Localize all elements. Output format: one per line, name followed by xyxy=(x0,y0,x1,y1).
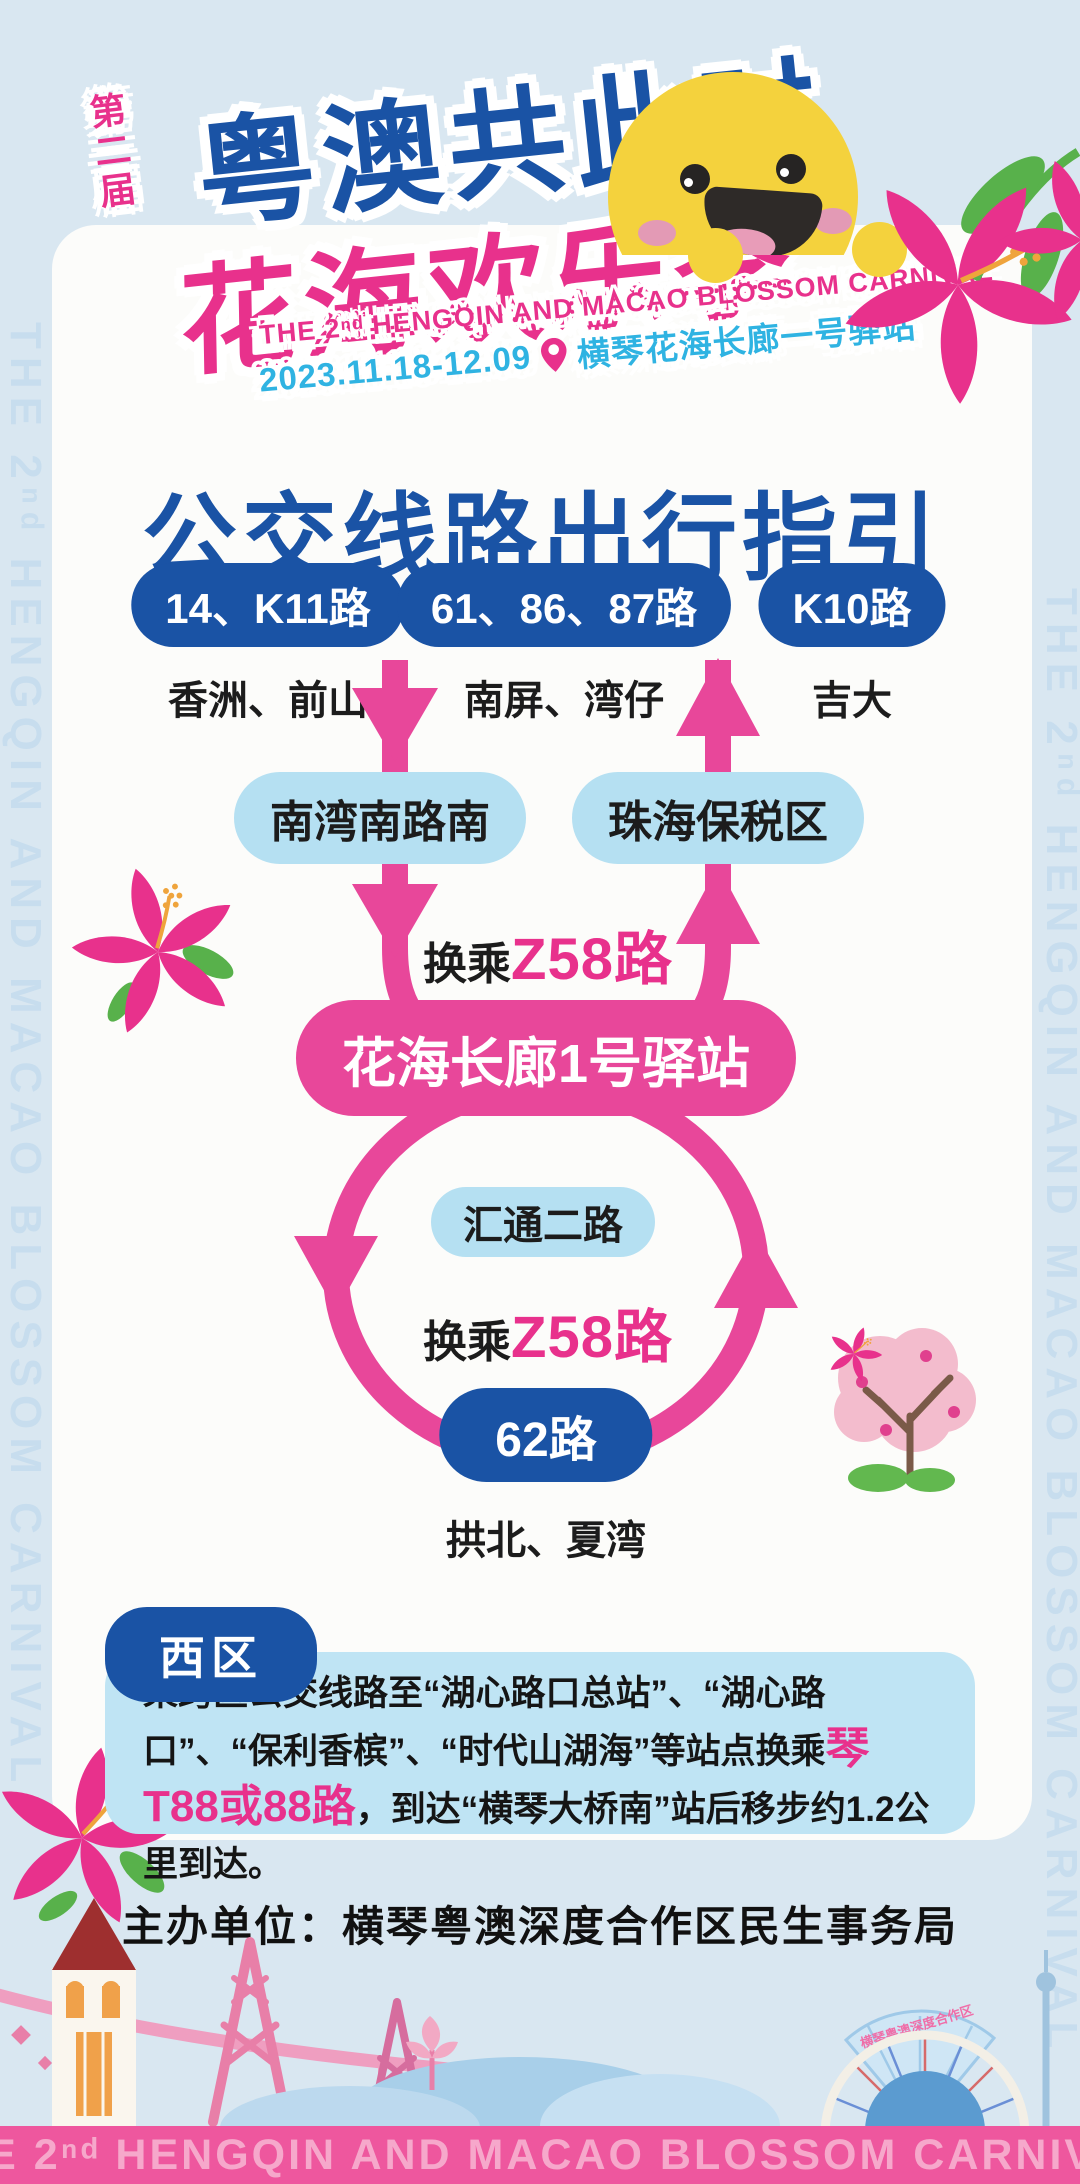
sprout-flower xyxy=(406,2016,458,2090)
flower-top-right xyxy=(800,120,1080,441)
sparkle-icons xyxy=(11,2025,53,2071)
transfer2-line: Z58路 xyxy=(511,1305,673,1370)
arrow-up-icon xyxy=(714,1232,798,1308)
transfer-note-north: 换乘 Z58路 xyxy=(423,912,673,996)
sun-mascot xyxy=(608,72,858,255)
sun-eye-left xyxy=(680,164,710,194)
date-venue-row: 2023.11.18-12.09 横琴花海长廊一号驿站 xyxy=(257,299,918,404)
west-text-highlight: 琴T88或88路 xyxy=(143,1724,870,1831)
arrow-down-icon xyxy=(294,1236,378,1312)
stop-zhuhai-bonded-zone: 珠海保税区 xyxy=(572,772,864,864)
church-tower xyxy=(52,1898,136,2130)
sun-cheek-left xyxy=(638,220,676,246)
footer-band-text: THE 2ⁿᵈ HENGQIN AND MACAO BLOSSOM CARNIV… xyxy=(0,2130,1080,2179)
transfer2-prefix: 换乘 xyxy=(423,1318,512,1367)
hill-pale xyxy=(540,2074,780,2130)
route-area-3: 吉大 xyxy=(812,679,892,723)
watermark-right: THE 2ⁿᵈ HENGQIN AND MACAO BLOSSOM CARNIV… xyxy=(1037,588,1080,2057)
transfer-line: Z58路 xyxy=(511,927,673,992)
route-badge-2: 61、86、87路 xyxy=(396,563,732,647)
west-text-part2: ，到达“横琴大桥南”站后移步约1.2公里到达。 xyxy=(143,1790,930,1884)
watermark-left: THE 2ⁿᵈ HENGQIN AND MACAO BLOSSOM CARNIV… xyxy=(1,322,50,1791)
route-area-2: 南屏、湾仔 xyxy=(464,679,664,723)
transfer-note-south: 换乘 Z58路 xyxy=(423,1290,673,1374)
sun-hand-left xyxy=(688,228,743,283)
stop-nanwan-south: 南湾南路南 xyxy=(234,772,526,864)
route-area-62: 拱北、夏湾 xyxy=(446,1519,646,1563)
route-badge-62: 62路 xyxy=(439,1388,653,1482)
route-area-1: 香洲、前山 xyxy=(168,679,368,723)
arrow-down-icon xyxy=(352,688,438,762)
west-district-box: 乘跨区公交线路至“湖心路口总站”、“湖心路口”、“保利香槟”、“时代山湖海”等站… xyxy=(105,1652,975,1884)
blossom-tree xyxy=(818,1317,976,1492)
stop-huitong-2nd-road: 汇通二路 xyxy=(431,1187,655,1257)
map-pin-icon xyxy=(540,337,567,372)
route-badge-3: K10路 xyxy=(758,563,946,647)
arrow-up-icon xyxy=(676,658,760,736)
route-badge-1: 14、K11路 xyxy=(131,563,405,647)
bridge-tower-large xyxy=(208,1937,292,2127)
hill-light xyxy=(220,2086,480,2130)
organizer-line: 主办单位：横琴粤澳深度合作区民生事务局 xyxy=(121,1903,959,1950)
west-district-tab: 西区 xyxy=(105,1607,317,1702)
arrow-up-icon xyxy=(676,866,760,944)
ferris-wheel xyxy=(820,2030,1030,2130)
flower-mid-left xyxy=(50,844,264,1052)
footer-skyline: 横琴粤澳深度合作区 xyxy=(0,1898,1056,2130)
west-district-text: 乘跨区公交线路至“湖心路口总站”、“湖心路口”、“保利香槟”、“时代山湖海”等站… xyxy=(143,1666,941,1892)
macau-tower xyxy=(1036,1950,1056,2130)
sun-eye-right xyxy=(776,154,806,184)
footer-band: THE 2ⁿᵈ HENGQIN AND MACAO BLOSSOM CARNIV… xyxy=(0,2126,1080,2184)
arrow-down-icon xyxy=(352,884,438,958)
transfer-prefix: 换乘 xyxy=(423,940,512,989)
hub-station-badge: 花海长廊1号驿站 xyxy=(295,1000,797,1116)
